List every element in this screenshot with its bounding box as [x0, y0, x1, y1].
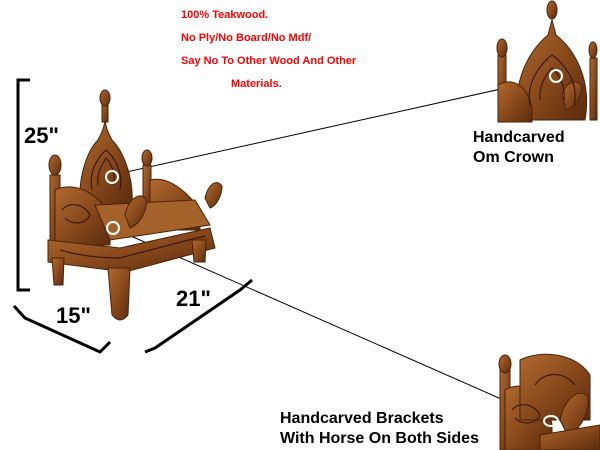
note-line-4: Materials. [231, 78, 282, 90]
height-bracket [16, 78, 30, 292]
width-bracket [12, 304, 112, 354]
brackets-caption-line-1: Handcarved Brackets [280, 410, 444, 427]
height-label: 25" [24, 123, 59, 148]
depth-label: 21" [176, 286, 211, 311]
crown-pointer [112, 76, 556, 176]
crown-caption-line-1: Handcarved [473, 129, 565, 146]
main-chair [47, 89, 223, 321]
crown-caption-line-2: Om Crown [473, 149, 554, 166]
note-line-2: No Ply/No Board/No Mdf/ [181, 32, 312, 44]
pointer-lines [112, 76, 556, 421]
brackets-caption-line-2: With Horse On Both Sides [280, 430, 479, 447]
depth-bracket [144, 278, 253, 354]
dimension-lines [12, 78, 253, 354]
brackets-caption: Handcarved Brackets With Horse On Both S… [280, 409, 479, 449]
crown-caption: Handcarved Om Crown [473, 128, 565, 168]
highlight-circles [105, 170, 120, 235]
note-line-1: 100% Teakwood. [181, 9, 269, 21]
width-label: 15" [56, 303, 91, 328]
carving-detail [59, 149, 206, 259]
bracket-pointer [114, 228, 550, 421]
bracket-detail-image [498, 353, 600, 450]
crown-detail-image [496, 0, 598, 123]
note-line-3: Say No To Other Wood And Other [181, 55, 357, 67]
